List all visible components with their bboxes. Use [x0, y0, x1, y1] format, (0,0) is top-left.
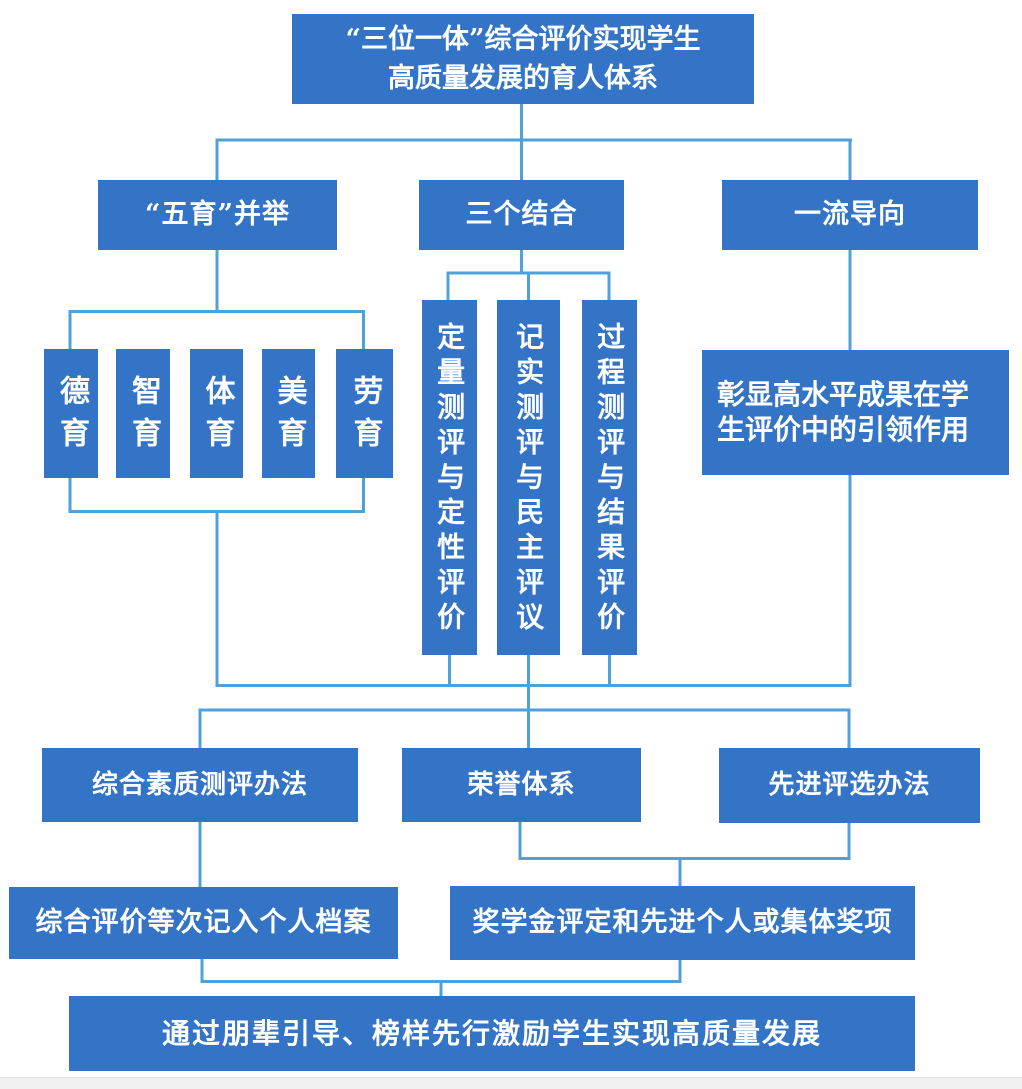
method-box-advanced-selection: 先进评选办法 [719, 748, 980, 823]
branch-yiliu-box: 一流导向 [722, 180, 978, 250]
root-title-line1: “三位一体”综合评价实现学生 [345, 23, 701, 55]
edu-box-de: 德育 [44, 349, 98, 478]
method-box-honor-system: 荣誉体系 [402, 748, 641, 822]
combine-box-process: 过程测评与结果评价 [582, 300, 637, 655]
edu-box-zhi: 智育 [116, 349, 170, 478]
first-class-box: 彰显高水平成果在学 生评价中的引领作用 [702, 350, 1009, 475]
edu-box-mei: 美育 [262, 349, 315, 478]
branch-sange-box: 三个结合 [419, 180, 624, 250]
first-class-line1: 彰显高水平成果在学 [717, 378, 970, 412]
branch-yiliu-label: 一流导向 [794, 199, 906, 231]
branch-wuyu-label: “五育”并举 [144, 199, 291, 231]
combine-box-quantitative: 定量测评与定性评价 [422, 300, 477, 655]
branch-wuyu-box: “五育”并举 [98, 180, 337, 250]
root-title-line2: 高质量发展的育人体系 [388, 63, 658, 94]
method-box-comprehensive-quality: 综合素质测评办法 [42, 748, 358, 822]
branch-sange-label: 三个结合 [465, 199, 578, 231]
edu-box-lao: 劳育 [336, 349, 393, 478]
first-class-line2: 生评价中的引领作用 [717, 412, 970, 446]
root-box: “三位一体”综合评价实现学生 高质量发展的育人体系 [292, 14, 754, 104]
edu-box-ti: 体育 [190, 349, 243, 478]
bottom-goal-box: 通过朋辈引导、榜样先行激励学生实现高质量发展 [69, 996, 915, 1071]
outcome-box-scholarship-awards: 奖学金评定和先进个人或集体奖项 [450, 886, 915, 960]
page-bottom-strip [0, 1077, 1022, 1089]
combine-box-record: 记实测评与民主评议 [497, 300, 560, 655]
first-class-text: 彰显高水平成果在学 生评价中的引领作用 [717, 378, 969, 446]
outcome-box-personal-archive: 综合评价等次记入个人档案 [9, 887, 398, 959]
